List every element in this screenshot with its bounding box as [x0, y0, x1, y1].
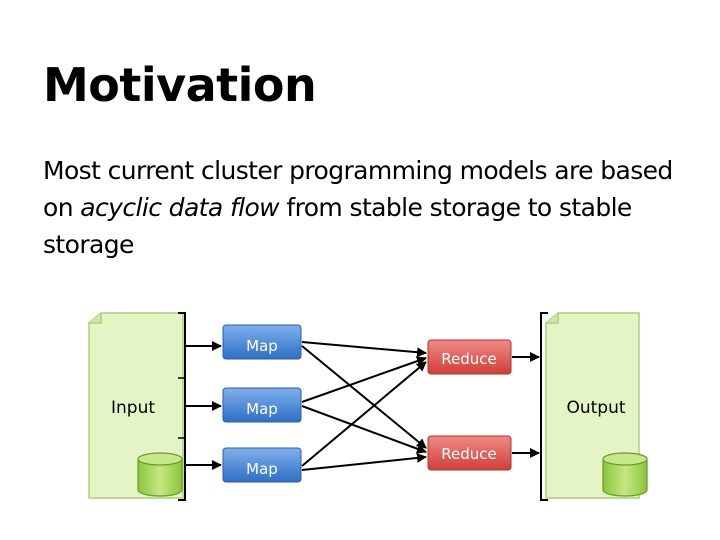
body-text-part2: from stable storage to stable storage [43, 193, 632, 259]
arrow-map3-reduce1 [301, 361, 427, 467]
arrow-map2-reduce2 [301, 405, 427, 454]
slide-body-text: Most current cluster programming models … [43, 152, 683, 263]
reduce-label-2: Reduce [441, 445, 496, 463]
arrow-map3-reduce2 [301, 452, 427, 471]
map-box-2: Map [222, 387, 302, 423]
output-bracket [540, 312, 548, 501]
input-document: Input [88, 312, 184, 499]
reduce-label-1: Reduce [441, 350, 496, 368]
output-document: Output [545, 312, 640, 499]
slide-title: Motivation [43, 58, 317, 112]
map-label-2: Map [246, 400, 278, 418]
output-label: Output [566, 398, 625, 418]
map-label-1: Map [246, 337, 278, 355]
reduce-box-1: Reduce [427, 339, 512, 375]
arrow-map2-reduce1 [301, 356, 427, 403]
output-storage-cylinder [602, 452, 648, 497]
input-label: Input [111, 398, 155, 418]
body-text-part1: Most current cluster programming models … [43, 156, 673, 222]
arrow-map1-reduce1 [301, 341, 427, 358]
map-label-3: Map [246, 460, 278, 478]
input-storage-cylinder [137, 452, 183, 497]
arrow-map1-reduce2 [301, 345, 427, 449]
map-box-3: Map [222, 447, 302, 483]
map-box-1: Map [222, 324, 302, 360]
reduce-box-2: Reduce [427, 435, 512, 471]
body-text-emphasis: acyclic data flow [80, 193, 280, 222]
